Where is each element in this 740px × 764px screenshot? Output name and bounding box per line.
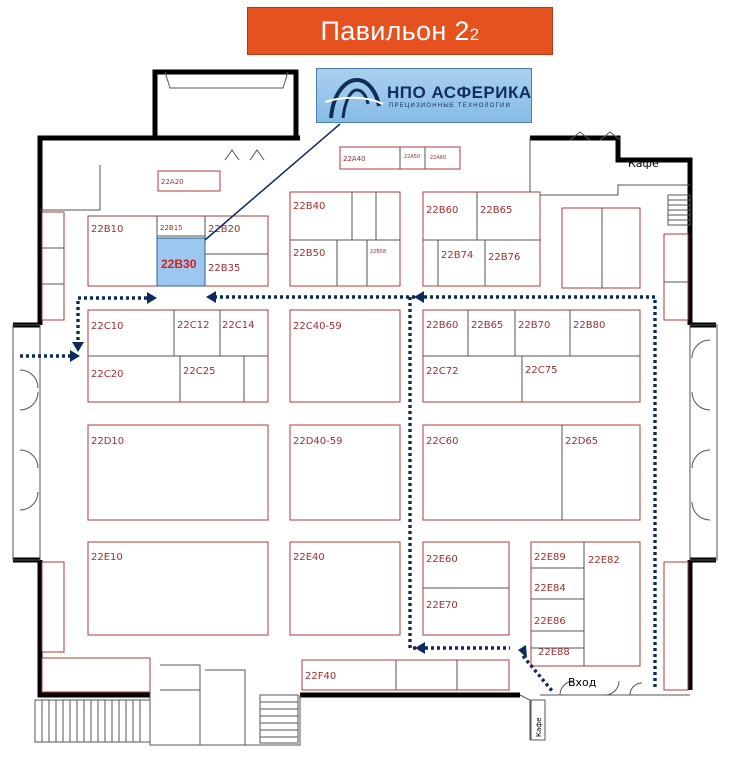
booth-label: 22B15	[160, 224, 183, 232]
booth-label: 22B76	[488, 252, 520, 263]
booth-label: 22C72	[426, 366, 458, 377]
booth-label: 22E82	[588, 555, 620, 566]
visitor-route	[20, 291, 657, 694]
booth-label: 22C14	[222, 320, 254, 331]
booth-label: 22B35	[208, 263, 240, 274]
route-arrow-icon	[415, 642, 425, 654]
booth-label: 22B65	[480, 205, 512, 216]
highlight-booth-label: 22B30	[161, 257, 197, 271]
booth-label: 22E70	[426, 600, 458, 611]
logo-company-name: НПО АСФЕРИКА	[387, 83, 532, 102]
booth-label: 22E40	[293, 552, 325, 563]
route-arrow-icon	[206, 291, 216, 303]
booth-label: 22A60	[430, 155, 446, 161]
booth-label: 22D10	[91, 436, 124, 447]
booth-label: 22E88	[538, 647, 570, 658]
cafe-bottom-label: Кафе	[535, 717, 543, 737]
route-arrow-icon	[147, 292, 157, 304]
booth-label: 22E10	[91, 552, 123, 563]
pavilion-title-text: Павильон 2	[320, 15, 470, 46]
entrance-label: Вход	[568, 676, 597, 689]
booth-label: 22A50	[404, 154, 420, 160]
booth-label: 22A40	[343, 155, 366, 163]
booth-label: 22B60	[426, 205, 458, 216]
booth-label: 22B20	[208, 224, 240, 235]
booth-row-a: 22A20 22A40 22A50 22A60	[157, 146, 461, 192]
route-arrow-icon	[72, 342, 84, 352]
booth-label: 22C12	[177, 320, 209, 331]
booth-row-e: 22E10 22E40 22E60 22E70 22E89 22E82 22E8…	[87, 541, 641, 667]
booth-row-c: 22C10 22C12 22C14 22C20 22C25 22C40-59 2…	[87, 309, 641, 403]
booth-label: 22C60	[426, 436, 458, 447]
building-walls	[12, 69, 718, 746]
booth-label: 22C40-59	[293, 321, 342, 332]
booth-label: 22E89	[534, 552, 566, 563]
booth-label: 22B74	[441, 250, 473, 261]
cafe-label: Кафе	[628, 157, 659, 170]
exhibitor-logo: НПО АСФЕРИКА ПРЕЦИЗИОННЫЕ ТЕХНОЛОГИИ	[316, 68, 532, 123]
aspherica-logo-icon	[324, 77, 384, 119]
booth-label: 22B40	[293, 201, 325, 212]
route-arrow-icon	[518, 645, 527, 658]
perimeter-booths	[41, 207, 689, 693]
logo-leader-line	[204, 123, 341, 241]
booth-label: 22C25	[183, 366, 215, 377]
booth-label: 22F40	[305, 671, 336, 682]
booth-label: 22D65	[565, 436, 598, 447]
booth-label: 22B58	[370, 249, 386, 255]
booth-label: 22E84	[534, 583, 566, 594]
stairs	[34, 194, 691, 744]
booth-label: 22B70	[518, 320, 550, 331]
booth-row-b: 22B10 22B15 22B20 22B35 22B40 22B50 22B5…	[87, 191, 541, 287]
route-arrow-icon	[414, 291, 424, 303]
booth-label: 22D40-59	[293, 436, 342, 447]
booth-row-d: 22D10 22D40-59 22C60 22D65	[87, 424, 641, 521]
booth-22B30-highlight[interactable]: 22B30	[156, 237, 206, 287]
route-arrow-icon	[70, 350, 80, 362]
booth-label: 22C20	[91, 369, 123, 380]
booth-label: 22C75	[525, 365, 557, 376]
booth-row-f: 22F40	[301, 659, 510, 691]
booth-label: 22C10	[91, 321, 123, 332]
booth-label: 22E60	[426, 554, 458, 565]
logo-tagline: ПРЕЦИЗИОННЫЕ ТЕХНОЛОГИИ	[389, 103, 511, 109]
booth-label: 22B60	[426, 320, 458, 331]
booth-22A20	[157, 170, 221, 192]
booth-label: 22E86	[534, 616, 566, 627]
pavilion-title-subscript: 2	[469, 25, 480, 44]
booth-label: 22A20	[161, 178, 184, 186]
booth-label: 22B65	[471, 320, 503, 331]
booth-label: 22B80	[573, 320, 605, 331]
booth-label: 22B50	[293, 248, 325, 259]
booth-label: 22B10	[91, 224, 123, 235]
